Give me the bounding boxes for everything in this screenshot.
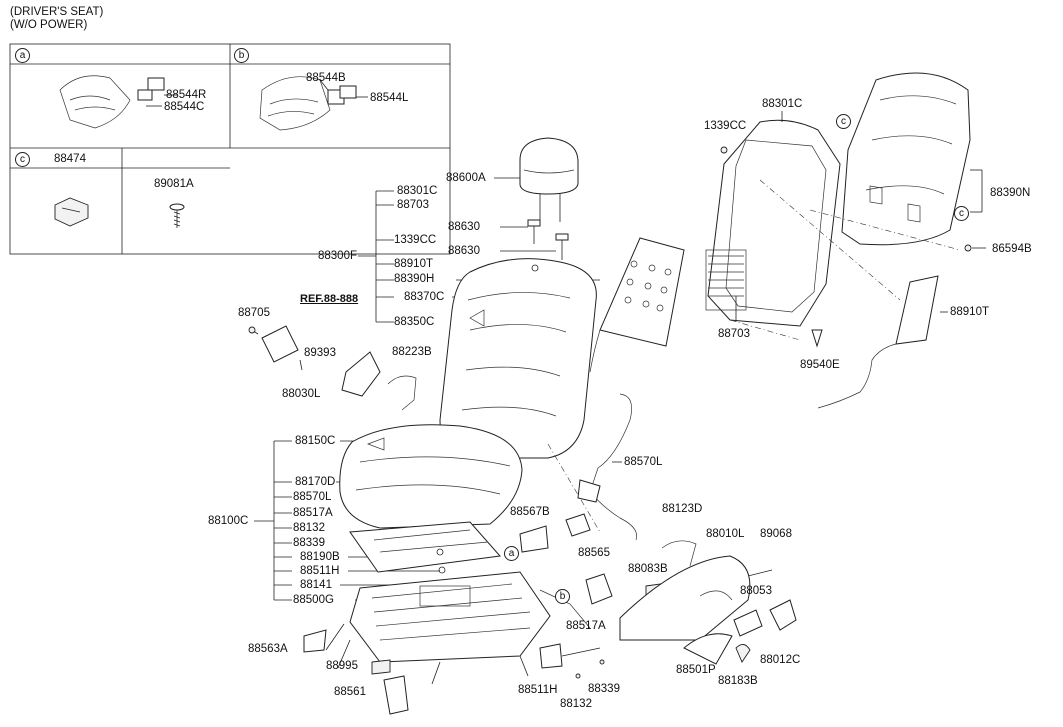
part-88474: 88474	[54, 153, 86, 165]
callout-c-upper: c	[836, 114, 851, 129]
part-88567B: 88567B	[510, 506, 550, 518]
part-88301C: 88301C	[762, 98, 803, 110]
part-88390N: 88390N	[990, 187, 1031, 199]
inset-table-frame	[9, 43, 451, 255]
part-89540E: 89540E	[800, 359, 840, 371]
small-parts	[248, 325, 797, 715]
callout-c-lower: c	[954, 206, 969, 221]
seat-pan-drawing	[349, 521, 501, 573]
part-88083B: 88083B	[628, 563, 668, 575]
part-88132-group: 88132	[293, 522, 325, 534]
part-88544C: 88544C	[164, 101, 205, 113]
part-88339: 88339	[588, 683, 620, 695]
alignment-lines	[547, 179, 961, 533]
part-88703: 88703	[718, 328, 750, 340]
inset-a-sketch	[59, 75, 178, 129]
part-88563A: 88563A	[248, 643, 288, 655]
part-88570L-group: 88570L	[293, 491, 332, 503]
part-88123D: 88123D	[662, 503, 703, 515]
part-88339-group: 88339	[293, 537, 325, 549]
back-pad-panel	[589, 237, 685, 373]
part-88012C: 88012C	[760, 654, 801, 666]
inset-a-letter: a	[15, 48, 30, 63]
wiring-harness	[565, 393, 637, 541]
part-89068: 89068	[760, 528, 792, 540]
part-88910T: 88910T	[950, 306, 990, 318]
callout-b: b	[555, 589, 570, 604]
part-88570L: 88570L	[624, 456, 663, 468]
part-88170D: 88170D	[295, 476, 336, 488]
inset-b-sketch	[259, 76, 368, 131]
part-88561: 88561	[334, 686, 366, 698]
part-89393: 89393	[304, 347, 336, 359]
part-88630-upper: 88630	[448, 221, 480, 233]
part-88544L: 88544L	[370, 92, 409, 104]
part-88703-group: 88703	[397, 199, 429, 211]
back-cover-drawing	[841, 72, 983, 246]
part-88511H-group: 88511H	[300, 565, 340, 577]
headrest-drawing	[494, 137, 579, 222]
part-88132: 88132	[560, 698, 592, 710]
part-88501P: 88501P	[676, 664, 716, 676]
seat-cushion-drawing	[339, 424, 523, 529]
part-88301C-group: 88301C	[397, 185, 438, 197]
part-88630-lower: 88630	[448, 245, 480, 257]
diagram-title-line-1: (DRIVER'S SEAT)	[10, 6, 104, 18]
part-88517A: 88517A	[566, 620, 606, 632]
part-88190B: 88190B	[300, 551, 340, 563]
part-86594B: 86594B	[992, 243, 1032, 255]
part-88141: 88141	[300, 579, 332, 591]
headrest-guides	[500, 219, 569, 260]
part-88705: 88705	[238, 307, 270, 319]
reference-label: REF.88-888	[300, 293, 359, 305]
seatback-cushion-drawing	[439, 258, 597, 459]
side-airbag-drawing	[817, 244, 986, 409]
part-88390H: 88390H	[394, 273, 435, 285]
part-88600A: 88600A	[446, 172, 486, 184]
part-88150C: 88150C	[295, 435, 336, 447]
part-88183B: 88183B	[718, 675, 758, 687]
part-88995: 88995	[326, 660, 358, 672]
diagram-title-line-2: (W/O POWER)	[10, 19, 88, 31]
seat-track-drawing	[325, 566, 551, 685]
group-88100C: 88100C	[208, 515, 249, 527]
part-88544R: 88544R	[166, 89, 207, 101]
part-1339CC: 1339CC	[704, 120, 747, 132]
inset-c-sketch	[54, 197, 89, 227]
inset-d-sketch	[169, 203, 185, 228]
part-88223B: 88223B	[392, 346, 432, 358]
part-88500G: 88500G	[293, 594, 334, 606]
part-89081A: 89081A	[154, 178, 194, 190]
part-88053: 88053	[740, 585, 772, 597]
inset-b-letter: b	[234, 48, 249, 63]
part-88910T-group: 88910T	[394, 258, 434, 270]
part-1339CC-group: 1339CC	[394, 234, 437, 246]
part-88544B: 88544B	[306, 72, 346, 84]
callout-a: a	[504, 546, 519, 561]
part-88030L: 88030L	[282, 388, 321, 400]
part-88370C: 88370C	[404, 291, 445, 303]
inset-c-letter: c	[15, 152, 30, 167]
part-88517A-group: 88517A	[293, 507, 333, 519]
back-frame-drawing	[705, 111, 841, 348]
part-88511H: 88511H	[518, 684, 558, 696]
part-88565: 88565	[578, 547, 610, 559]
group-88300F: 88300F	[318, 250, 358, 262]
part-88010L: 88010L	[706, 528, 745, 540]
part-88350C: 88350C	[394, 316, 435, 328]
